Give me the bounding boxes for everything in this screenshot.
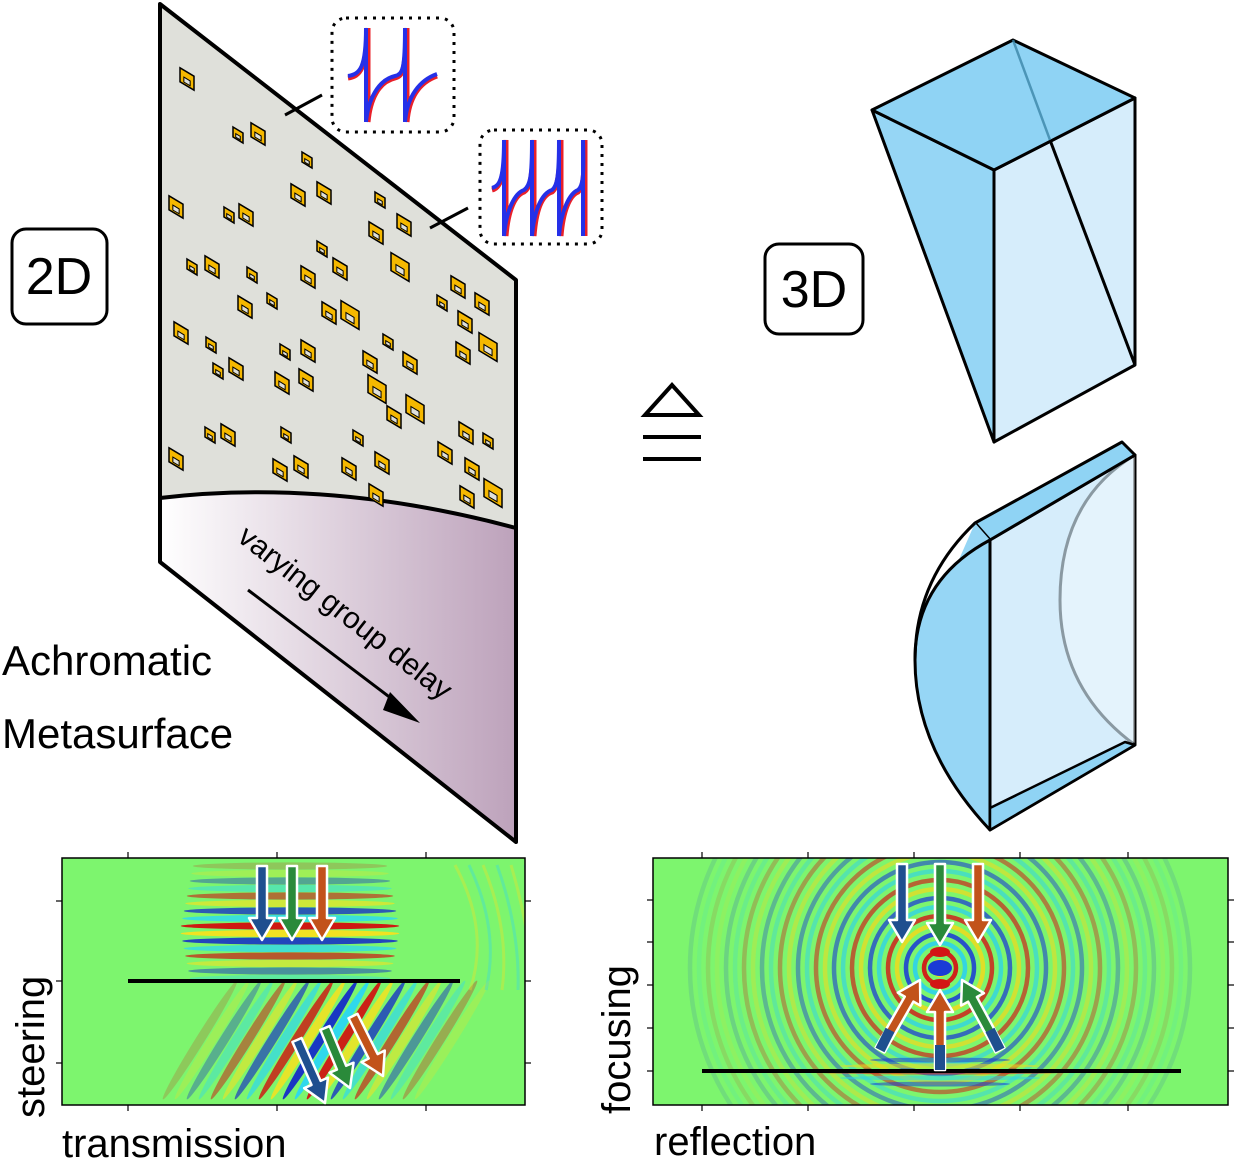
badge-2d: 2D [10, 227, 109, 326]
wave-arrow [347, 1012, 387, 1078]
spectrum-inset-1 [284, 16, 456, 134]
wave-arrow [925, 862, 955, 947]
down-arrow-icon [383, 692, 420, 723]
wave-arrow [963, 862, 993, 944]
wave-arrow [277, 864, 307, 942]
badge-3d: 3D [763, 242, 865, 336]
resonator-array [168, 66, 503, 510]
group-delay-gradient [160, 492, 516, 842]
lens-icon [913, 440, 1137, 832]
label-reflection: reflection [654, 1120, 816, 1161]
equivalence-symbol [640, 382, 704, 461]
label-steering: steering [9, 976, 53, 1118]
badge-3d-label: 3D [781, 261, 847, 319]
wave-arrow [319, 1024, 355, 1090]
wave-arrow [291, 1036, 330, 1105]
label-focusing: focusing [595, 965, 639, 1114]
metasurface-panel [158, 2, 518, 844]
title-line-1: Achromatic [2, 637, 212, 684]
wave-arrow [307, 864, 337, 942]
steering-field-plot [56, 852, 531, 1111]
spectrum-inset-2 [429, 128, 604, 246]
wave-arrow [247, 864, 277, 942]
title-line-2: Metasurface [2, 710, 233, 757]
wave-arrow [887, 862, 917, 944]
group-delay-arrow [247, 588, 401, 707]
prism-icon [870, 38, 1137, 444]
label-transmission: transmission [62, 1122, 287, 1161]
badge-2d-label: 2D [26, 248, 92, 306]
focusing-field-plot [647, 852, 1234, 1111]
